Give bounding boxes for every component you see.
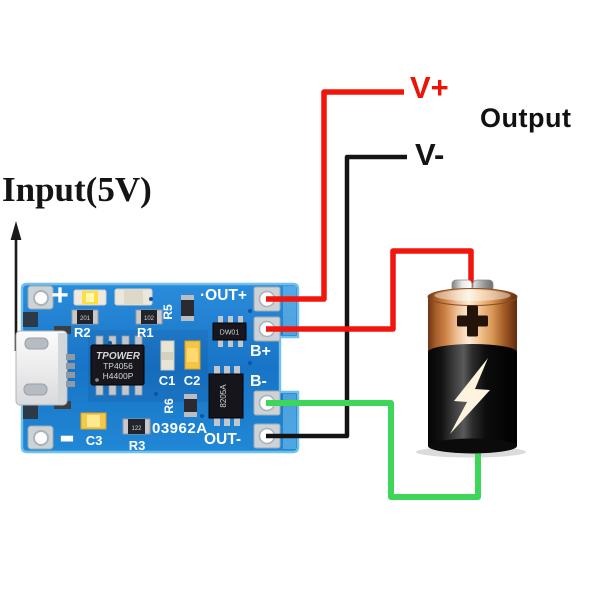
output-label: Output	[480, 103, 572, 133]
silkscreen-out-minus: OUT-	[204, 431, 241, 448]
silkscreen-b-plus: B+	[250, 343, 271, 360]
tp4056-pin1-dot	[95, 378, 99, 382]
mounting-hole-bottom-left	[27, 425, 54, 450]
pcb-vias	[108, 297, 252, 418]
wire-out-minus-black	[266, 154, 407, 439]
input-arrow-head	[10, 221, 22, 240]
resistor-r1-value: 102	[144, 316, 155, 322]
silkscreen-r3: R3	[129, 438, 146, 453]
micro-usb-port	[15, 326, 75, 409]
silkscreen-minus: -	[59, 409, 75, 462]
mounting-hole-top-left	[27, 285, 54, 310]
wire-b-minus-green	[266, 400, 481, 500]
charger-module-board: 201 102 122	[15, 279, 300, 462]
resistor-r1: 102	[135, 309, 163, 325]
resistor-r5	[181, 295, 194, 321]
status-led	[73, 289, 107, 306]
v-plus-label: V+	[410, 70, 449, 105]
input-arrow-icon	[10, 221, 22, 351]
resistor-r2-value: 201	[80, 316, 91, 322]
mosfet-pins	[214, 366, 240, 426]
input-label: Input(5V)	[2, 170, 152, 209]
silkscreen-r5: R5	[161, 304, 175, 320]
resistor-r3: 122	[122, 418, 151, 435]
silkscreen-r2: R2	[74, 325, 91, 340]
silkscreen-c2: C2	[184, 373, 201, 388]
mosfet-8205a-ic: 8205A	[208, 366, 244, 426]
battery-top-highlight	[434, 290, 511, 301]
lightning-bolt-icon	[450, 358, 490, 434]
silkscreen-c1: C1	[159, 373, 176, 388]
mosfet-text: 8205A	[219, 384, 228, 408]
wire-out-plus-red	[266, 89, 404, 302]
diode	[114, 288, 153, 306]
silkscreen-board-id: 03962A	[152, 420, 208, 437]
silkscreen-r1: R1	[137, 325, 154, 340]
silkscreen-c3: C3	[86, 433, 103, 448]
resistor-r2: 201	[71, 309, 99, 325]
wires	[266, 89, 481, 500]
battery-plus-icon	[457, 305, 488, 337]
edge-pad-lower	[23, 404, 38, 419]
silkscreen-plus: +	[51, 279, 69, 312]
dw01-ic: DW01	[212, 316, 247, 347]
tp4056-pins	[95, 335, 143, 396]
usb-pins	[66, 354, 75, 387]
capacitor-c2	[184, 340, 201, 370]
capacitor-c1	[160, 340, 175, 371]
silkscreen-out-plus: ·OUT+	[200, 287, 247, 304]
v-minus-label: V-	[415, 137, 445, 172]
silkscreen-b-minus: B-	[250, 373, 267, 390]
tp4056-part-text: TP4056	[103, 361, 133, 371]
tp4056-batch-text: H4400P	[103, 371, 134, 381]
capacitor-c3	[80, 412, 107, 430]
usb-shell-tab	[23, 383, 48, 396]
resistor-r6	[184, 394, 197, 417]
tp4056-ic: TPOWER TP4056 H4400P	[90, 335, 145, 396]
edge-pad-upper	[23, 312, 38, 327]
usb-shell-tab	[24, 337, 49, 350]
wire-b-plus-red	[266, 248, 474, 332]
battery	[427, 279, 518, 454]
silkscreen-r6: R6	[162, 398, 176, 414]
battery-bottom-edge	[428, 438, 517, 454]
resistor-r3-value: 122	[131, 426, 142, 432]
dw01-pins	[218, 316, 243, 347]
dw01-text: DW01	[220, 330, 240, 337]
tp4056-brand-text: TPOWER	[96, 351, 141, 362]
